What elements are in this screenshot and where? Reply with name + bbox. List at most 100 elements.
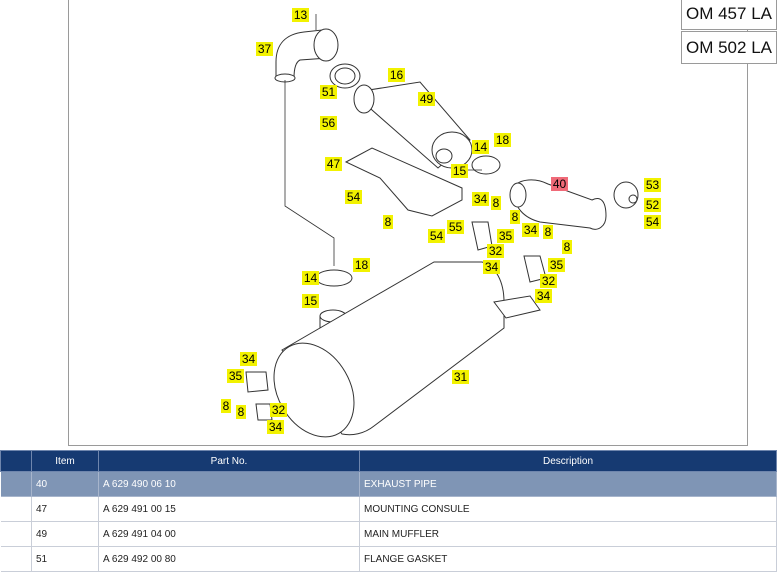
callout-label: 54 (646, 215, 660, 229)
cell-item: 51 (31, 546, 99, 572)
callout-label: 16 (390, 68, 404, 82)
row-marker (0, 546, 32, 572)
callout-label: 53 (646, 178, 660, 192)
callout-label: 8 (545, 225, 552, 239)
cell-part-no: A 629 492 00 80 (98, 546, 360, 572)
cell-description: EXHAUST PIPE (359, 471, 777, 497)
callout-c51[interactable]: 51 (320, 85, 337, 99)
callout-label: 35 (229, 369, 243, 383)
callout-label: 35 (550, 258, 564, 272)
callout-c35a[interactable]: 35 (497, 229, 514, 243)
callout-label: 32 (272, 403, 286, 417)
callout-c8b[interactable]: 8 (510, 210, 520, 224)
callout-label: 54 (430, 229, 444, 243)
callout-c8g[interactable]: 8 (236, 405, 246, 419)
callout-label: 8 (512, 210, 519, 224)
callout-c32b[interactable]: 32 (540, 274, 557, 288)
callout-c49[interactable]: 49 (418, 92, 435, 106)
callout-c32a[interactable]: 32 (487, 244, 504, 258)
callout-label: 14 (304, 271, 318, 285)
callout-label: 18 (355, 258, 369, 272)
callout-c15b[interactable]: 15 (302, 294, 319, 308)
callout-c34a[interactable]: 34 (472, 192, 489, 206)
callout-c16[interactable]: 16 (388, 68, 405, 82)
parts-table: Item Part No. Description 40 A 629 490 0… (0, 450, 777, 572)
callout-c15a[interactable]: 15 (451, 164, 468, 178)
callout-c14a[interactable]: 14 (472, 140, 489, 154)
callout-c40[interactable]: 40 (551, 177, 568, 191)
callout-label: 31 (454, 370, 468, 384)
callout-label: 8 (493, 196, 500, 210)
row-marker (0, 521, 32, 547)
callout-label: 32 (542, 274, 556, 288)
callout-c18b[interactable]: 18 (353, 258, 370, 272)
callout-c8d[interactable]: 8 (543, 225, 553, 239)
callout-label: 37 (258, 42, 272, 56)
callout-c34e[interactable]: 34 (240, 352, 257, 366)
callout-label: 34 (269, 420, 283, 434)
table-row[interactable]: 51 A 629 492 00 80 FLANGE GASKET (0, 546, 777, 572)
callout-c34d[interactable]: 34 (535, 289, 552, 303)
callout-label: 35 (499, 229, 513, 243)
col-part-no[interactable]: Part No. (98, 450, 360, 472)
cell-item: 47 (31, 496, 99, 522)
callout-c47[interactable]: 47 (325, 157, 342, 171)
callout-c54c[interactable]: 54 (428, 229, 445, 243)
cell-item: 40 (31, 471, 99, 497)
callout-c37[interactable]: 37 (256, 42, 273, 56)
callout-label: 8 (564, 240, 571, 254)
callout-c8f[interactable]: 8 (221, 399, 231, 413)
callout-label: 18 (496, 133, 510, 147)
cell-description: MOUNTING CONSULE (359, 496, 777, 522)
model-om502la[interactable]: OM 502 LA (681, 31, 777, 64)
callout-label: 32 (489, 244, 503, 258)
table-row[interactable]: 49 A 629 491 04 00 MAIN MUFFLER (0, 521, 777, 547)
callout-label: 34 (474, 192, 488, 206)
cell-description: FLANGE GASKET (359, 546, 777, 572)
callout-label: 47 (327, 157, 341, 171)
callout-c34f[interactable]: 34 (267, 420, 284, 434)
callout-c8c[interactable]: 8 (383, 215, 393, 229)
callout-label: 14 (474, 140, 488, 154)
callout-c53[interactable]: 53 (644, 178, 661, 192)
callout-label: 52 (646, 198, 660, 212)
callout-c34b[interactable]: 34 (522, 223, 539, 237)
callout-label: 15 (304, 294, 318, 308)
callout-c35b[interactable]: 35 (548, 258, 565, 272)
table-header: Item Part No. Description (0, 450, 777, 472)
callout-c32c[interactable]: 32 (270, 403, 287, 417)
cell-item: 49 (31, 521, 99, 547)
row-marker (0, 496, 32, 522)
callout-label: 54 (347, 190, 361, 204)
exhaust-pipe-40 (511, 179, 607, 230)
callout-label: 40 (553, 177, 567, 191)
callout-c8e[interactable]: 8 (562, 240, 572, 254)
callout-label: 34 (485, 260, 499, 274)
row-marker (0, 471, 32, 497)
callout-c54a[interactable]: 54 (345, 190, 362, 204)
callout-label: 34 (242, 352, 256, 366)
callout-label: 15 (453, 164, 467, 178)
callout-c13[interactable]: 13 (292, 8, 309, 22)
callout-c54b[interactable]: 54 (644, 215, 661, 229)
callout-c31[interactable]: 31 (452, 370, 469, 384)
callout-c8a[interactable]: 8 (491, 196, 501, 210)
callout-c55[interactable]: 55 (447, 220, 464, 234)
col-select (0, 450, 32, 472)
callout-label: 34 (537, 289, 551, 303)
callout-c35c[interactable]: 35 (227, 369, 244, 383)
col-description[interactable]: Description (359, 450, 777, 472)
callout-c18a[interactable]: 18 (494, 133, 511, 147)
callout-c34c[interactable]: 34 (483, 260, 500, 274)
cell-part-no: A 629 491 00 15 (98, 496, 360, 522)
col-item[interactable]: Item (31, 450, 99, 472)
callout-c56[interactable]: 56 (320, 116, 337, 130)
table-row[interactable]: 40 A 629 490 06 10 EXHAUST PIPE (0, 471, 777, 497)
callout-c14b[interactable]: 14 (302, 271, 319, 285)
model-om457la[interactable]: OM 457 LA (681, 0, 777, 30)
table-row[interactable]: 47 A 629 491 00 15 MOUNTING CONSULE (0, 496, 777, 522)
callout-c52[interactable]: 52 (644, 198, 661, 212)
callout-label: 55 (449, 220, 463, 234)
callout-label: 34 (524, 223, 538, 237)
